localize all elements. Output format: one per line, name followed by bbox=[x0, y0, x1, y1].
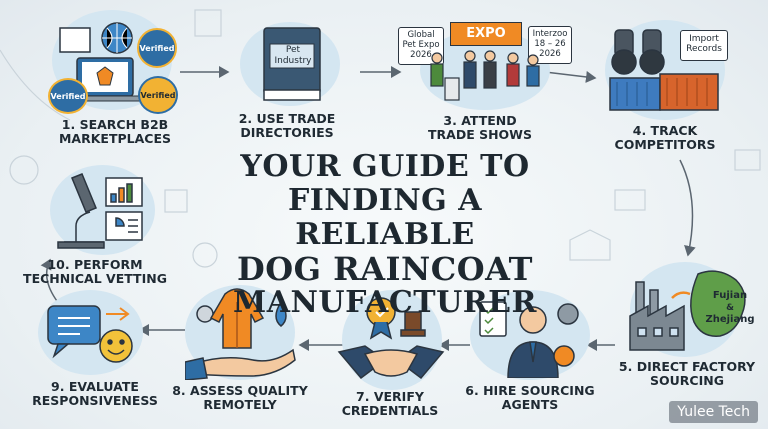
factory-map-icon bbox=[629, 270, 746, 351]
step-6-label: 6. HIRE SOURCING AGENTS bbox=[460, 384, 600, 412]
step-8-subtitle: REMOTELY bbox=[203, 397, 277, 412]
step-9-subtitle: RESPONSIVENESS bbox=[32, 393, 158, 408]
arrow-4-5 bbox=[679, 159, 696, 257]
expo-right-sign-line3: 2026 bbox=[539, 49, 561, 59]
step-5-label: 5. DIRECT FACTORY SOURCING bbox=[612, 360, 762, 388]
verified-badge-top: Verified bbox=[137, 28, 177, 68]
step-7-title: 7. VERIFY bbox=[356, 389, 424, 404]
raincoat-quality-icon bbox=[185, 288, 296, 380]
step-3-label: 3. ATTEND TRADE SHOWS bbox=[415, 114, 545, 142]
step-5-subtitle: SOURCING bbox=[650, 373, 724, 388]
region-ampersand: & bbox=[726, 303, 734, 313]
guide-title: YOUR GUIDE TO FINDING A RELIABLE DOG RAI… bbox=[205, 150, 565, 320]
step-2-title: 2. USE TRADE bbox=[238, 111, 336, 126]
step-1-label: 1. SEARCH B2B MARKETPLACES bbox=[40, 118, 190, 146]
step-10-label: 10. PERFORM TECHNICAL VETTING bbox=[15, 258, 175, 286]
step-2-subtitle: DIRECTORIES bbox=[240, 125, 334, 140]
title-line-4: MANUFACTURER bbox=[233, 285, 537, 320]
expo-right-sign-line2: 18 – 26 bbox=[534, 39, 566, 49]
factory-regions: Fujian & Zhejiang bbox=[700, 290, 760, 326]
handshake-crowd-icon bbox=[430, 50, 540, 101]
step-7-label: 7. VERIFY CREDENTIALS bbox=[330, 390, 450, 418]
step-3-title: 3. ATTEND bbox=[443, 113, 517, 128]
interzoo-sign: Interzoo 18 – 26 2026 bbox=[528, 26, 572, 64]
expo-left-sign-line1: Global bbox=[407, 30, 435, 40]
import-records-line2: Records bbox=[686, 44, 722, 54]
step-4-title: 4. TRACK bbox=[632, 123, 698, 138]
book-title-line2: Industry bbox=[274, 56, 312, 66]
region-zhejiang: Zhejiang bbox=[705, 314, 755, 325]
expo-left-sign-line2: Pet Expo bbox=[402, 40, 440, 50]
import-records-sign: Import Records bbox=[680, 30, 728, 61]
step-3-subtitle: TRADE SHOWS bbox=[428, 127, 532, 142]
import-records-line1: Import bbox=[689, 34, 719, 44]
step-5-title: 5. DIRECT FACTORY bbox=[618, 359, 756, 374]
marketplace-laptop-icon bbox=[59, 22, 142, 102]
step-6-title: 6. HIRE SOURCING bbox=[465, 383, 595, 398]
step-6-subtitle: AGENTS bbox=[501, 397, 559, 412]
step-9-title: 9. EVALUATE bbox=[51, 379, 139, 394]
step-8-label: 8. ASSESS QUALITY REMOTELY bbox=[170, 384, 310, 412]
directory-book-icon bbox=[263, 27, 321, 101]
step-9-label: 9. EVALUATE RESPONSIVENESS bbox=[25, 380, 165, 408]
step-8-title: 8. ASSESS QUALITY bbox=[172, 383, 308, 398]
title-line-3: DOG RAINCOAT bbox=[237, 250, 533, 288]
title-line-1: YOUR GUIDE TO bbox=[240, 149, 530, 184]
step-1-subtitle: MARKETPLACES bbox=[58, 131, 171, 146]
step-10-title: 10. PERFORM bbox=[47, 257, 143, 272]
expo-left-sign-line3: 2026 bbox=[410, 50, 432, 60]
step-4-subtitle: COMPETITORS bbox=[614, 137, 716, 152]
step-7-subtitle: CREDENTIALS bbox=[341, 403, 439, 418]
expo-banner: EXPO bbox=[450, 22, 522, 46]
arrow-3-4 bbox=[544, 70, 597, 83]
verified-badge-left: Verified bbox=[48, 78, 88, 114]
sourcing-agent-icon bbox=[479, 301, 579, 378]
handshake-certificate-icon bbox=[337, 297, 445, 380]
microscope-report-icon bbox=[57, 173, 143, 249]
step-4-label: 4. TRACK COMPETITORS bbox=[600, 124, 730, 152]
step-10-subtitle: TECHNICAL VETTING bbox=[23, 271, 167, 286]
title-line-2: FINDING A RELIABLE bbox=[287, 183, 483, 252]
step-2-label: 2. USE TRADE DIRECTORIES bbox=[222, 112, 352, 140]
expo-right-sign-line1: Interzoo bbox=[532, 29, 568, 39]
chat-bubble-icon bbox=[47, 305, 133, 363]
region-fujian: Fujian bbox=[712, 290, 748, 301]
brand-watermark: Yulee Tech bbox=[669, 401, 758, 423]
step-1-title: 1. SEARCH B2B bbox=[61, 117, 169, 132]
binoculars-icon bbox=[609, 29, 719, 111]
verified-badge-right: Verified bbox=[138, 76, 178, 114]
book-title-line1: Pet bbox=[285, 45, 301, 55]
book-title: Pet Industry bbox=[270, 45, 316, 67]
